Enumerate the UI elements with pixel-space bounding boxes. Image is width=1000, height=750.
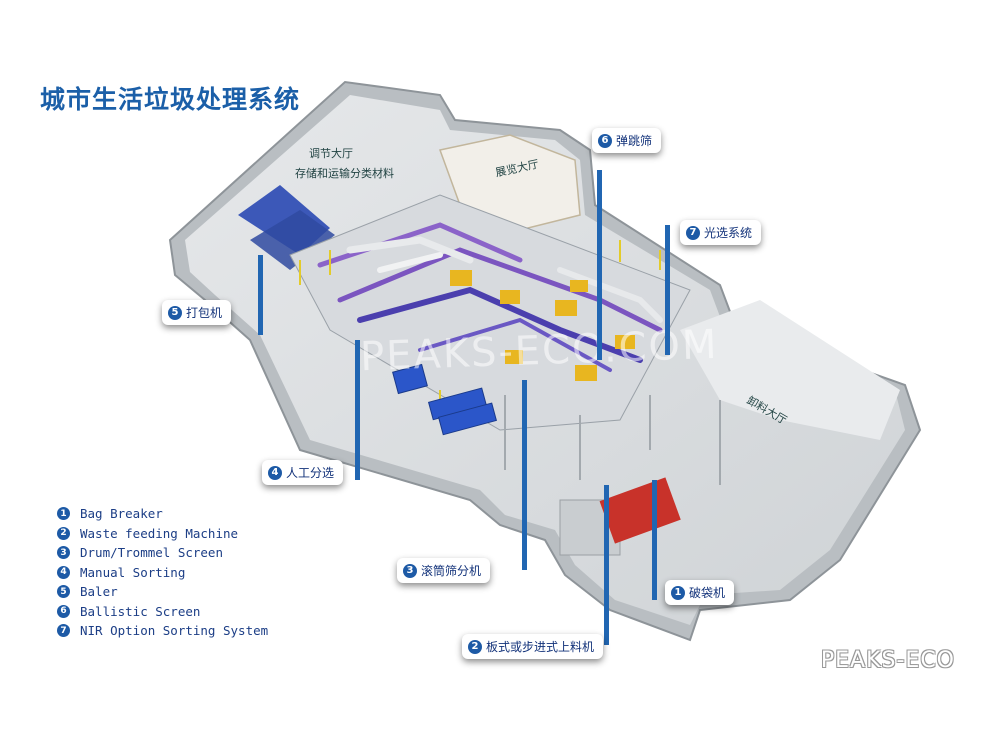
unloading-hall-floor — [680, 300, 900, 440]
blue-bins — [392, 363, 497, 436]
callout-label: 打包机 — [186, 306, 223, 320]
number-badge: 7 — [686, 225, 700, 240]
legend: 1 Bag Breaker 2 Waste feeding Machine 3 Dru… — [57, 504, 268, 641]
regulating-hall-label: 调节大厅 — [309, 147, 353, 160]
legend-label: NIR Option Sorting System — [80, 623, 269, 639]
number-badge: 2 — [57, 526, 70, 540]
legend-item: 5 Baler — [57, 582, 268, 602]
pole-bag-breaker — [652, 480, 657, 600]
number-badge: 1 — [57, 507, 70, 521]
callout-bag-breaker: 1 破袋机 — [665, 580, 735, 605]
legend-label: Waste feeding Machine — [80, 525, 239, 541]
number-badge: 1 — [671, 585, 685, 600]
callout-baler: 5 打包机 — [162, 300, 232, 325]
legend-label: Manual Sorting — [80, 564, 186, 580]
yellow-units — [450, 270, 635, 381]
callout-label: 弹跳筛 — [616, 134, 653, 148]
number-badge: 7 — [57, 624, 70, 638]
legend-item: 2 Waste feeding Machine — [57, 524, 268, 544]
callout-manual-sorting: 4 人工分选 — [262, 460, 344, 485]
red-container — [599, 477, 681, 544]
conveyor-left-2 — [250, 210, 335, 270]
number-badge: 6 — [57, 604, 70, 618]
number-badge: 4 — [268, 465, 282, 480]
pole-manual — [355, 340, 360, 480]
legend-item: 6 Ballistic Screen — [57, 602, 268, 622]
callout-nir-sorting: 7 光选系统 — [680, 220, 762, 245]
callout-feeding-machine: 2 板式或步进式上料机 — [462, 634, 604, 659]
regulating-hall-desc: 存储和运输分类材料 — [295, 167, 394, 180]
legend-label: Drum/Trommel Screen — [80, 545, 223, 561]
legend-label: Bag Breaker — [80, 506, 163, 522]
brand-watermark: PEAKS-ECO — [820, 648, 955, 673]
callout-label: 破袋机 — [689, 586, 726, 600]
pole-feeder — [604, 485, 609, 645]
pole-baler — [258, 255, 263, 335]
legend-label: Ballistic Screen — [80, 603, 201, 619]
callout-trommel-screen: 3 滚筒筛分机 — [397, 558, 491, 583]
number-badge: 2 — [468, 639, 482, 654]
number-badge: 5 — [57, 585, 70, 599]
callout-label: 板式或步进式上料机 — [486, 640, 595, 654]
legend-label: Baler — [80, 584, 118, 600]
partition-walls — [504, 395, 721, 485]
number-badge: 3 — [57, 546, 70, 560]
callout-ballistic-screen: 6 弹跳筛 — [592, 128, 662, 153]
legend-item: 4 Manual Sorting — [57, 563, 268, 583]
pole-trommel — [522, 380, 527, 570]
number-badge: 3 — [403, 563, 417, 578]
number-badge: 5 — [168, 305, 182, 320]
callout-label: 光选系统 — [704, 226, 753, 240]
number-badge: 4 — [57, 565, 70, 579]
legend-item: 7 NIR Option Sorting System — [57, 621, 268, 641]
number-badge: 6 — [598, 133, 612, 148]
callout-label: 人工分选 — [286, 466, 335, 480]
pole-ballistic — [597, 170, 602, 360]
pole-nir — [665, 225, 670, 355]
legend-item: 3 Drum/Trommel Screen — [57, 543, 268, 563]
callout-label: 滚筒筛分机 — [421, 564, 482, 578]
legend-item: 1 Bag Breaker — [57, 504, 268, 524]
page-title: 城市生活垃圾处理系统 — [40, 85, 301, 114]
